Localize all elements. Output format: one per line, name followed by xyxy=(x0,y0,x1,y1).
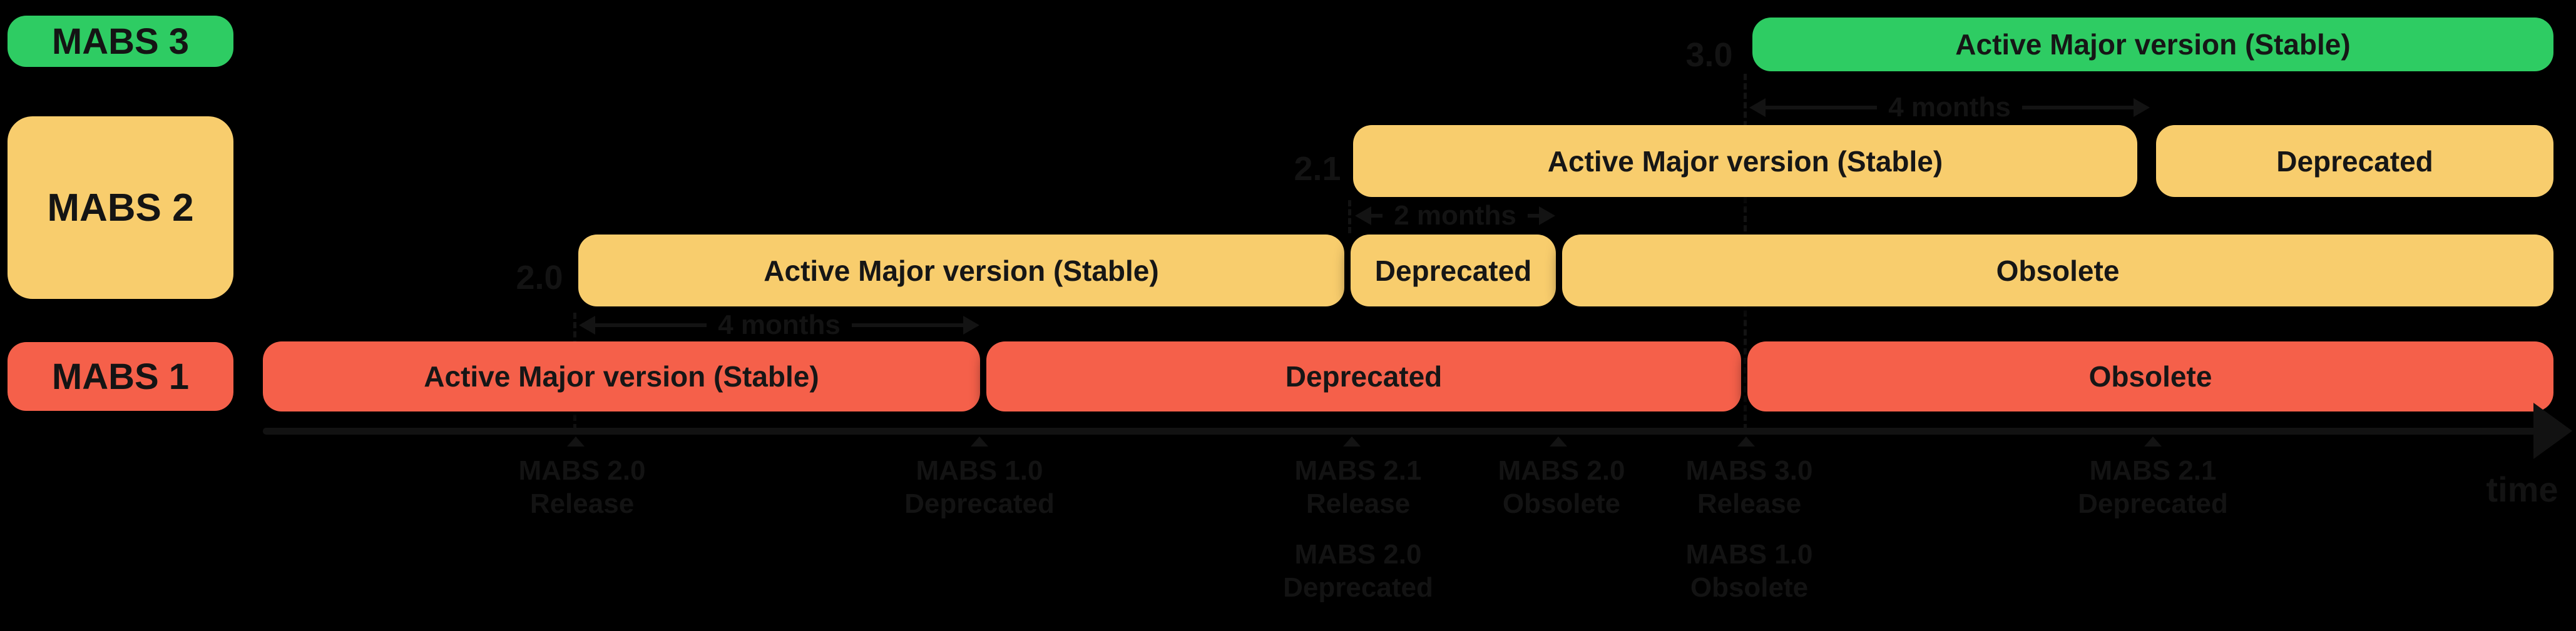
bar-mabs3-active: Active Major version (Stable) xyxy=(1752,18,2553,71)
dashed-line-mabs21-release xyxy=(1348,200,1351,233)
bar-mabs2v21-active-label: Active Major version (Stable) xyxy=(1547,144,1943,178)
event-mabs20-deprecated: MABS 2.0 Deprecated xyxy=(1239,538,1477,604)
event-line2: Deprecated xyxy=(904,488,1055,519)
duration-mabs20-obsolescence: 2 months xyxy=(1355,200,1556,231)
bar-mabs1-active: Active Major version (Stable) xyxy=(263,341,980,411)
event-mabs20-obsolete: MABS 2.0 Obsolete xyxy=(1443,454,1680,520)
event-mabs10-obsolete: MABS 1.0 Obsolete xyxy=(1630,538,1868,604)
axis-tick xyxy=(1737,437,1755,447)
arrow-right-icon xyxy=(963,316,980,335)
arrow-left-icon xyxy=(1749,98,1766,117)
bar-mabs2v20-active: Active Major version (Stable) xyxy=(578,235,1344,306)
duration-mabs21-deprecation: 4 months xyxy=(1749,92,2150,123)
axis-tick xyxy=(567,437,585,447)
bar-mabs2v21-deprecated: Deprecated xyxy=(2156,125,2553,197)
version-tag-2-1: 2.1 xyxy=(1294,150,1341,188)
bar-mabs2v20-active-label: Active Major version (Stable) xyxy=(764,254,1159,287)
duration-label: 4 months xyxy=(718,310,841,340)
event-mabs21-deprecated: MABS 2.1 Deprecated xyxy=(2034,454,2272,520)
event-line2: Obsolete xyxy=(1502,488,1621,519)
event-line2: Release xyxy=(1306,488,1411,519)
event-line1: MABS 3.0 xyxy=(1685,455,1813,486)
legend-mabs1-label: MABS 1 xyxy=(51,356,190,397)
arrow-right-icon xyxy=(2134,98,2150,117)
legend-mabs3-label: MABS 3 xyxy=(51,21,190,62)
event-line2: Release xyxy=(1697,488,1802,519)
event-line1: MABS 1.0 xyxy=(916,455,1043,486)
event-mabs10-deprecated: MABS 1.0 Deprecated xyxy=(861,454,1098,520)
arrow-right-icon xyxy=(1539,206,1556,225)
time-axis xyxy=(263,428,2537,435)
bar-mabs2v20-obsolete: Obsolete xyxy=(1562,235,2553,306)
bar-mabs2v21-deprecated-label: Deprecated xyxy=(2276,144,2433,178)
event-line1: MABS 2.0 xyxy=(1498,455,1625,486)
axis-tick xyxy=(971,437,988,447)
arrow-line xyxy=(1527,214,1540,218)
event-mabs30-release: MABS 3.0 Release xyxy=(1630,454,1868,520)
axis-tick xyxy=(1343,437,1361,447)
event-line2: Deprecated xyxy=(1283,572,1433,603)
event-line2: Deprecated xyxy=(2078,488,2228,519)
arrow-left-icon xyxy=(579,316,595,335)
legend-mabs3: MABS 3 xyxy=(8,16,233,67)
arrow-line xyxy=(1371,214,1383,218)
bar-mabs2v21-active: Active Major version (Stable) xyxy=(1353,125,2137,197)
axis-tick xyxy=(2144,437,2162,447)
arrow-line xyxy=(1766,106,1878,109)
duration-mabs1-deprecation: 4 months xyxy=(579,310,980,340)
event-line1: MABS 2.1 xyxy=(2089,455,2217,486)
bar-mabs2v20-deprecated: Deprecated xyxy=(1351,235,1556,306)
event-line1: MABS 2.1 xyxy=(1294,455,1422,486)
event-mabs21-release: MABS 2.1 Release xyxy=(1239,454,1477,520)
bar-mabs1-active-label: Active Major version (Stable) xyxy=(424,360,819,393)
axis-tick xyxy=(1550,437,1567,447)
bar-mabs3-active-label: Active Major version (Stable) xyxy=(1955,28,2351,61)
arrow-left-icon xyxy=(1355,206,1371,225)
axis-arrowhead-icon xyxy=(2533,403,2572,459)
bar-mabs1-obsolete-label: Obsolete xyxy=(2088,360,2212,393)
event-line2: Obsolete xyxy=(1690,572,1809,603)
duration-label: 2 months xyxy=(1394,200,1516,231)
event-line1: MABS 1.0 xyxy=(1685,539,1813,570)
bar-mabs2v20-obsolete-label: Obsolete xyxy=(1996,254,2120,287)
bar-mabs1-obsolete: Obsolete xyxy=(1747,341,2553,411)
legend-mabs2-label: MABS 2 xyxy=(47,186,194,230)
time-axis-label: time xyxy=(2486,470,2558,509)
legend-mabs2: MABS 2 xyxy=(8,116,233,299)
duration-label: 4 months xyxy=(1888,92,2011,123)
version-tag-3-0: 3.0 xyxy=(1685,36,1733,74)
arrow-line xyxy=(851,323,964,327)
bar-mabs1-deprecated: Deprecated xyxy=(986,341,1741,411)
version-tag-2-0: 2.0 xyxy=(516,259,563,296)
arrow-line xyxy=(2021,106,2134,109)
arrow-line xyxy=(595,323,707,327)
bar-mabs2v20-deprecated-label: Deprecated xyxy=(1374,254,1532,287)
event-line2: Release xyxy=(529,488,635,519)
legend-mabs1: MABS 1 xyxy=(8,342,233,411)
event-line1: MABS 2.0 xyxy=(518,455,646,486)
bar-mabs1-deprecated-label: Deprecated xyxy=(1285,360,1443,393)
event-mabs20-release: MABS 2.0 Release xyxy=(463,454,701,520)
event-line1: MABS 2.0 xyxy=(1294,539,1422,570)
